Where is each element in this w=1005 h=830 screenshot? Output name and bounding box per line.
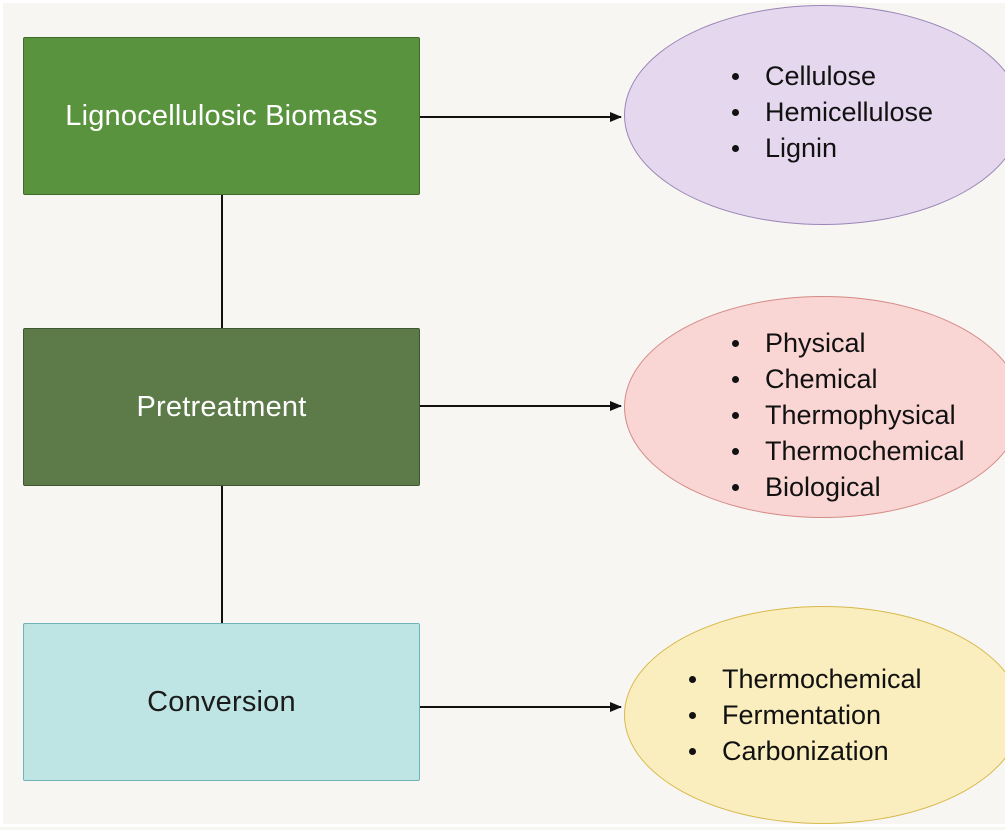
bullet-icon (689, 748, 696, 755)
list-item: Physical (727, 325, 965, 361)
bullet-icon (732, 376, 739, 383)
pretreatment-label: Pretreatment (136, 390, 307, 423)
bullet-icon (732, 448, 739, 455)
components-list: Cellulose Hemicellulose Lignin (727, 58, 933, 166)
list-item: Thermochemical (684, 661, 922, 697)
conversion-routes-list: Thermochemical Fermentation Carbonizatio… (684, 661, 922, 769)
conversion-routes-ellipse (624, 606, 1005, 824)
list-item: Carbonization (684, 733, 922, 769)
pretreatment-box: Pretreatment (23, 328, 420, 486)
list-item: Hemicellulose (727, 94, 933, 130)
components-ellipse (624, 5, 1005, 225)
list-item: Biological (727, 469, 965, 505)
list-item: Chemical (727, 361, 965, 397)
bullet-icon (732, 412, 739, 419)
bullet-icon (732, 340, 739, 347)
bullet-icon (689, 712, 696, 719)
conversion-box: Conversion (23, 623, 420, 781)
bullet-icon (689, 676, 696, 683)
bullet-icon (732, 109, 739, 116)
bullet-icon (732, 484, 739, 491)
list-item: Cellulose (727, 58, 933, 94)
pretreatment-methods-list: Physical Chemical Thermophysical Thermoc… (727, 325, 965, 505)
list-item: Lignin (727, 130, 933, 166)
list-item: Fermentation (684, 697, 922, 733)
conversion-label: Conversion (147, 685, 296, 718)
biomass-label: Lignocellulosic Biomass (65, 99, 378, 132)
list-item: Thermophysical (727, 397, 965, 433)
bullet-icon (732, 145, 739, 152)
pretreatment-methods-ellipse (624, 296, 1005, 518)
bullet-icon (732, 73, 739, 80)
biomass-box: Lignocellulosic Biomass (23, 37, 420, 195)
list-item: Thermochemical (727, 433, 965, 469)
